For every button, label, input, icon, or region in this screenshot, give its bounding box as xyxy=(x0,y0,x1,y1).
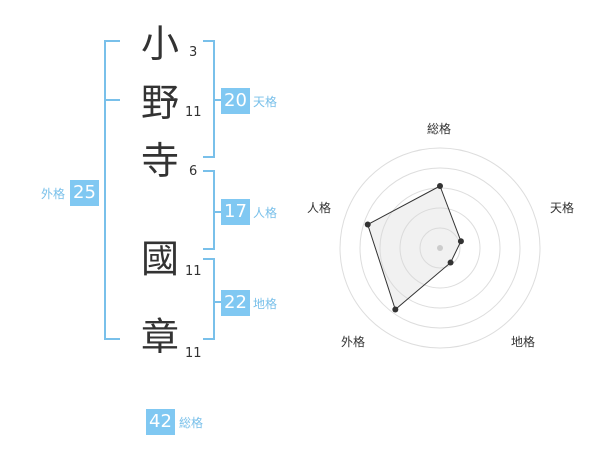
jinkaku-connector xyxy=(215,211,221,213)
stroke-count-4: 11 xyxy=(185,264,202,279)
gaikaku-value-badge: 25 xyxy=(70,180,99,206)
stroke-count-1: 3 xyxy=(189,45,198,60)
radar-axis-label-soukaku: 総格 xyxy=(427,122,452,136)
radar-center-dot xyxy=(437,245,443,251)
radar-point-1 xyxy=(437,183,443,189)
stroke-count-5: 11 xyxy=(185,346,202,361)
chikaku-bracket xyxy=(203,258,215,340)
gaikaku-label: 外格 xyxy=(41,187,66,201)
radar-ring-5 xyxy=(339,147,541,349)
radar-axis-label-gaikaku: 外格 xyxy=(341,335,366,349)
soukaku-label: 総格 xyxy=(179,416,204,430)
jinkaku-value-badge: 17 xyxy=(221,199,250,225)
name-char-5: 章 xyxy=(141,315,180,359)
radar-ring-2 xyxy=(399,207,481,289)
radar-axis-label-chikaku: 地格 xyxy=(511,335,536,349)
stroke-count-2: 11 xyxy=(185,105,202,120)
radar-axis-label-jinkaku: 人格 xyxy=(307,201,332,215)
chikaku-connector xyxy=(215,301,221,303)
gaikaku-bracket xyxy=(104,40,120,340)
name-char-4: 國 xyxy=(141,237,180,281)
soukaku-value-badge: 42 xyxy=(146,409,175,435)
radar-point-4 xyxy=(392,306,399,313)
chikaku-label: 地格 xyxy=(253,297,278,311)
tenkaku-label: 天格 xyxy=(253,95,278,109)
jinkaku-label: 人格 xyxy=(253,206,278,220)
radar-point-2 xyxy=(457,238,464,245)
tenkaku-bracket xyxy=(203,40,215,158)
chikaku-value-badge: 22 xyxy=(221,290,250,316)
radar-point-3 xyxy=(447,259,454,266)
radar-ring-4 xyxy=(359,167,521,329)
tenkaku-value-badge: 20 xyxy=(221,88,250,114)
name-char-2: 野 xyxy=(141,81,180,125)
tenkaku-connector xyxy=(215,99,221,101)
radar-point-5 xyxy=(364,221,371,228)
gaikaku-bracket-divider xyxy=(104,99,120,101)
radar-ring-1 xyxy=(419,227,461,269)
radar-axis-label-tenkaku: 天格 xyxy=(550,201,575,215)
name-char-3: 寺 xyxy=(141,139,180,183)
jinkaku-bracket xyxy=(203,170,215,250)
radar-polygon xyxy=(367,185,462,311)
stroke-count-3: 6 xyxy=(189,164,198,179)
name-char-1: 小 xyxy=(141,22,180,66)
